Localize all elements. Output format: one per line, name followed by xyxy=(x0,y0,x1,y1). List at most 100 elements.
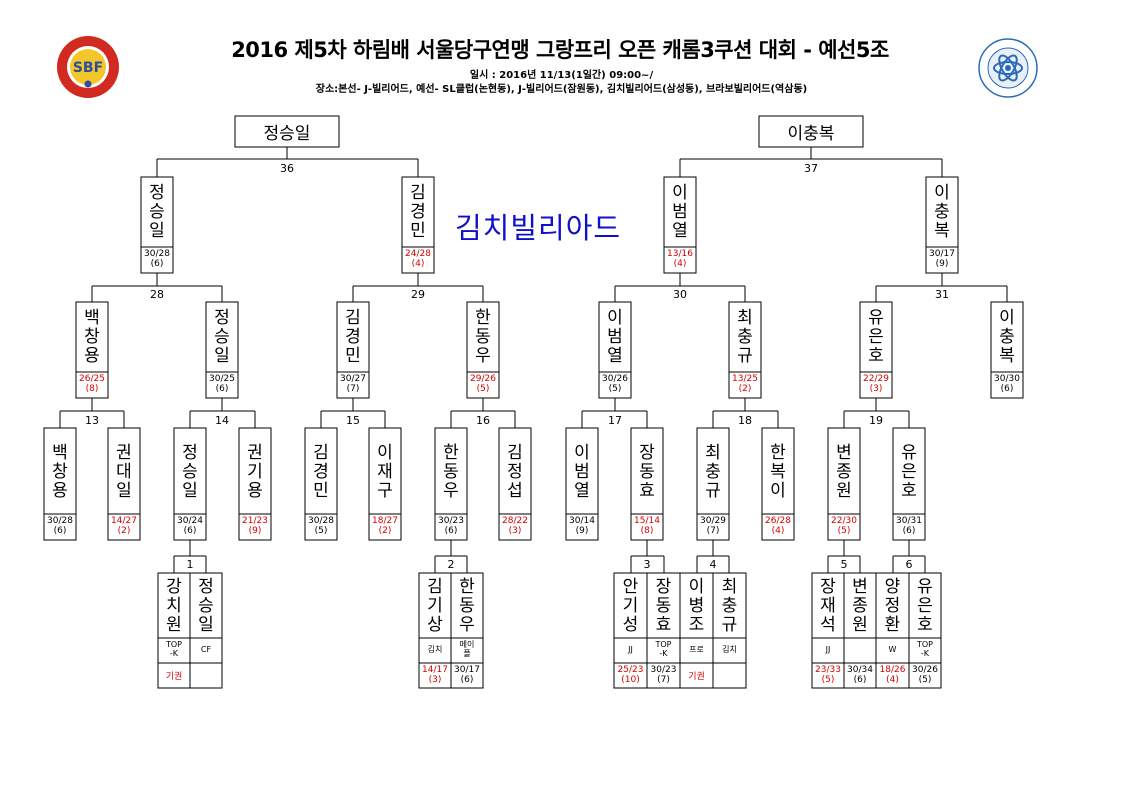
player-name-char: 경 xyxy=(410,201,426,222)
match-score: 13/16 xyxy=(667,249,693,259)
match-number: 3 xyxy=(643,558,651,571)
innings-count: (6) xyxy=(215,384,229,394)
innings-count: (5) xyxy=(608,384,622,394)
match-score: 30/24 xyxy=(177,516,203,526)
player-name-char: 이 xyxy=(377,442,393,463)
innings-count: (6) xyxy=(150,259,164,269)
player-name-char: 변 xyxy=(852,576,868,597)
match-score: 21/23 xyxy=(242,516,268,526)
affiliation-line: TOP xyxy=(655,640,672,649)
player-affiliation: JJ xyxy=(614,645,647,654)
player-name-char: 승 xyxy=(214,326,230,347)
affiliation-line: 플 xyxy=(463,649,471,658)
player-name-char: 정 xyxy=(198,576,214,597)
final-winner-right: 이충복 xyxy=(787,124,835,144)
innings-count: (5) xyxy=(476,384,490,394)
innings-count: (6) xyxy=(183,526,197,536)
affiliation-line: 메이 xyxy=(459,640,475,649)
player-name-char: 규 xyxy=(737,345,753,366)
affiliation-line: 프로 xyxy=(689,645,704,654)
player-name-char: 일 xyxy=(198,614,214,635)
player-name-char: 기 xyxy=(427,595,443,616)
match-number: 13 xyxy=(85,414,99,427)
player-name-char: 기 xyxy=(622,595,639,616)
player-name-char: 대 xyxy=(116,461,132,482)
player-name-char: 유 xyxy=(917,576,933,597)
match-score: 30/17 xyxy=(929,249,955,259)
innings-count: (5) xyxy=(314,526,328,536)
player-name-char: 규 xyxy=(705,480,721,501)
player-name-char: 열 xyxy=(607,345,623,366)
match-score: 30/31 xyxy=(896,516,922,526)
player-name-char: 창 xyxy=(84,326,100,347)
player-name-char: 이 xyxy=(672,182,688,203)
player-name-char: 일 xyxy=(116,480,132,501)
player-name-char: 민 xyxy=(313,480,329,501)
match-score: 15/14 xyxy=(634,516,660,526)
player-name-char: 원 xyxy=(836,480,852,501)
player-name-char: 효 xyxy=(639,480,655,501)
affiliation-line: TOP xyxy=(916,640,933,649)
player-name-char: 조 xyxy=(688,614,705,635)
player-name-char: 동 xyxy=(475,326,491,347)
match-number: 36 xyxy=(280,162,294,175)
player-name-char: 재 xyxy=(377,461,393,482)
innings-count: (3) xyxy=(428,675,442,685)
player-name-char: 백 xyxy=(84,307,100,328)
player-name-char: 충 xyxy=(999,326,1015,347)
innings-count: (6) xyxy=(460,675,474,685)
player-name-char: 호 xyxy=(901,480,917,501)
match-score: 30/26 xyxy=(602,374,628,384)
match-number: 14 xyxy=(215,414,229,427)
match-score: 30/30 xyxy=(994,374,1020,384)
player-name-char: 규 xyxy=(721,614,738,635)
player-name-char: 이 xyxy=(607,307,623,328)
innings-count: (5) xyxy=(837,526,851,536)
player-name-char: 권 xyxy=(116,442,132,463)
match-score: 22/29 xyxy=(863,374,889,384)
match-score: 14/27 xyxy=(111,516,137,526)
player-name-char: 김 xyxy=(345,307,361,328)
player-name-char: 용 xyxy=(247,480,263,501)
match-score: 29/26 xyxy=(470,374,496,384)
player-name-char: 이 xyxy=(688,576,705,597)
match-score: 13/25 xyxy=(732,374,758,384)
player-name-char: 복 xyxy=(999,345,1015,366)
innings-count: (4) xyxy=(886,675,899,685)
player-name-char: 호 xyxy=(917,614,933,635)
affiliation-line: -K xyxy=(169,649,179,658)
player-name-char: 김 xyxy=(507,442,523,463)
innings-count: (9) xyxy=(575,526,589,536)
innings-count: (4) xyxy=(771,526,785,536)
player-name-char: 민 xyxy=(345,345,361,366)
affiliation-line: CF xyxy=(200,645,212,654)
player-affiliation: CF xyxy=(190,645,222,654)
player-name-char: 정 xyxy=(214,307,230,328)
player-name-char: 충 xyxy=(721,595,738,616)
match-score: 25/23 xyxy=(617,665,644,675)
innings-count: (8) xyxy=(640,526,654,536)
player-name-char: 경 xyxy=(345,326,361,347)
match-number: 16 xyxy=(476,414,490,427)
innings-count: (7) xyxy=(657,675,670,685)
player-name-char: 충 xyxy=(705,461,721,482)
match-score: 18/26 xyxy=(879,665,906,675)
player-name-char: 한 xyxy=(475,307,491,328)
